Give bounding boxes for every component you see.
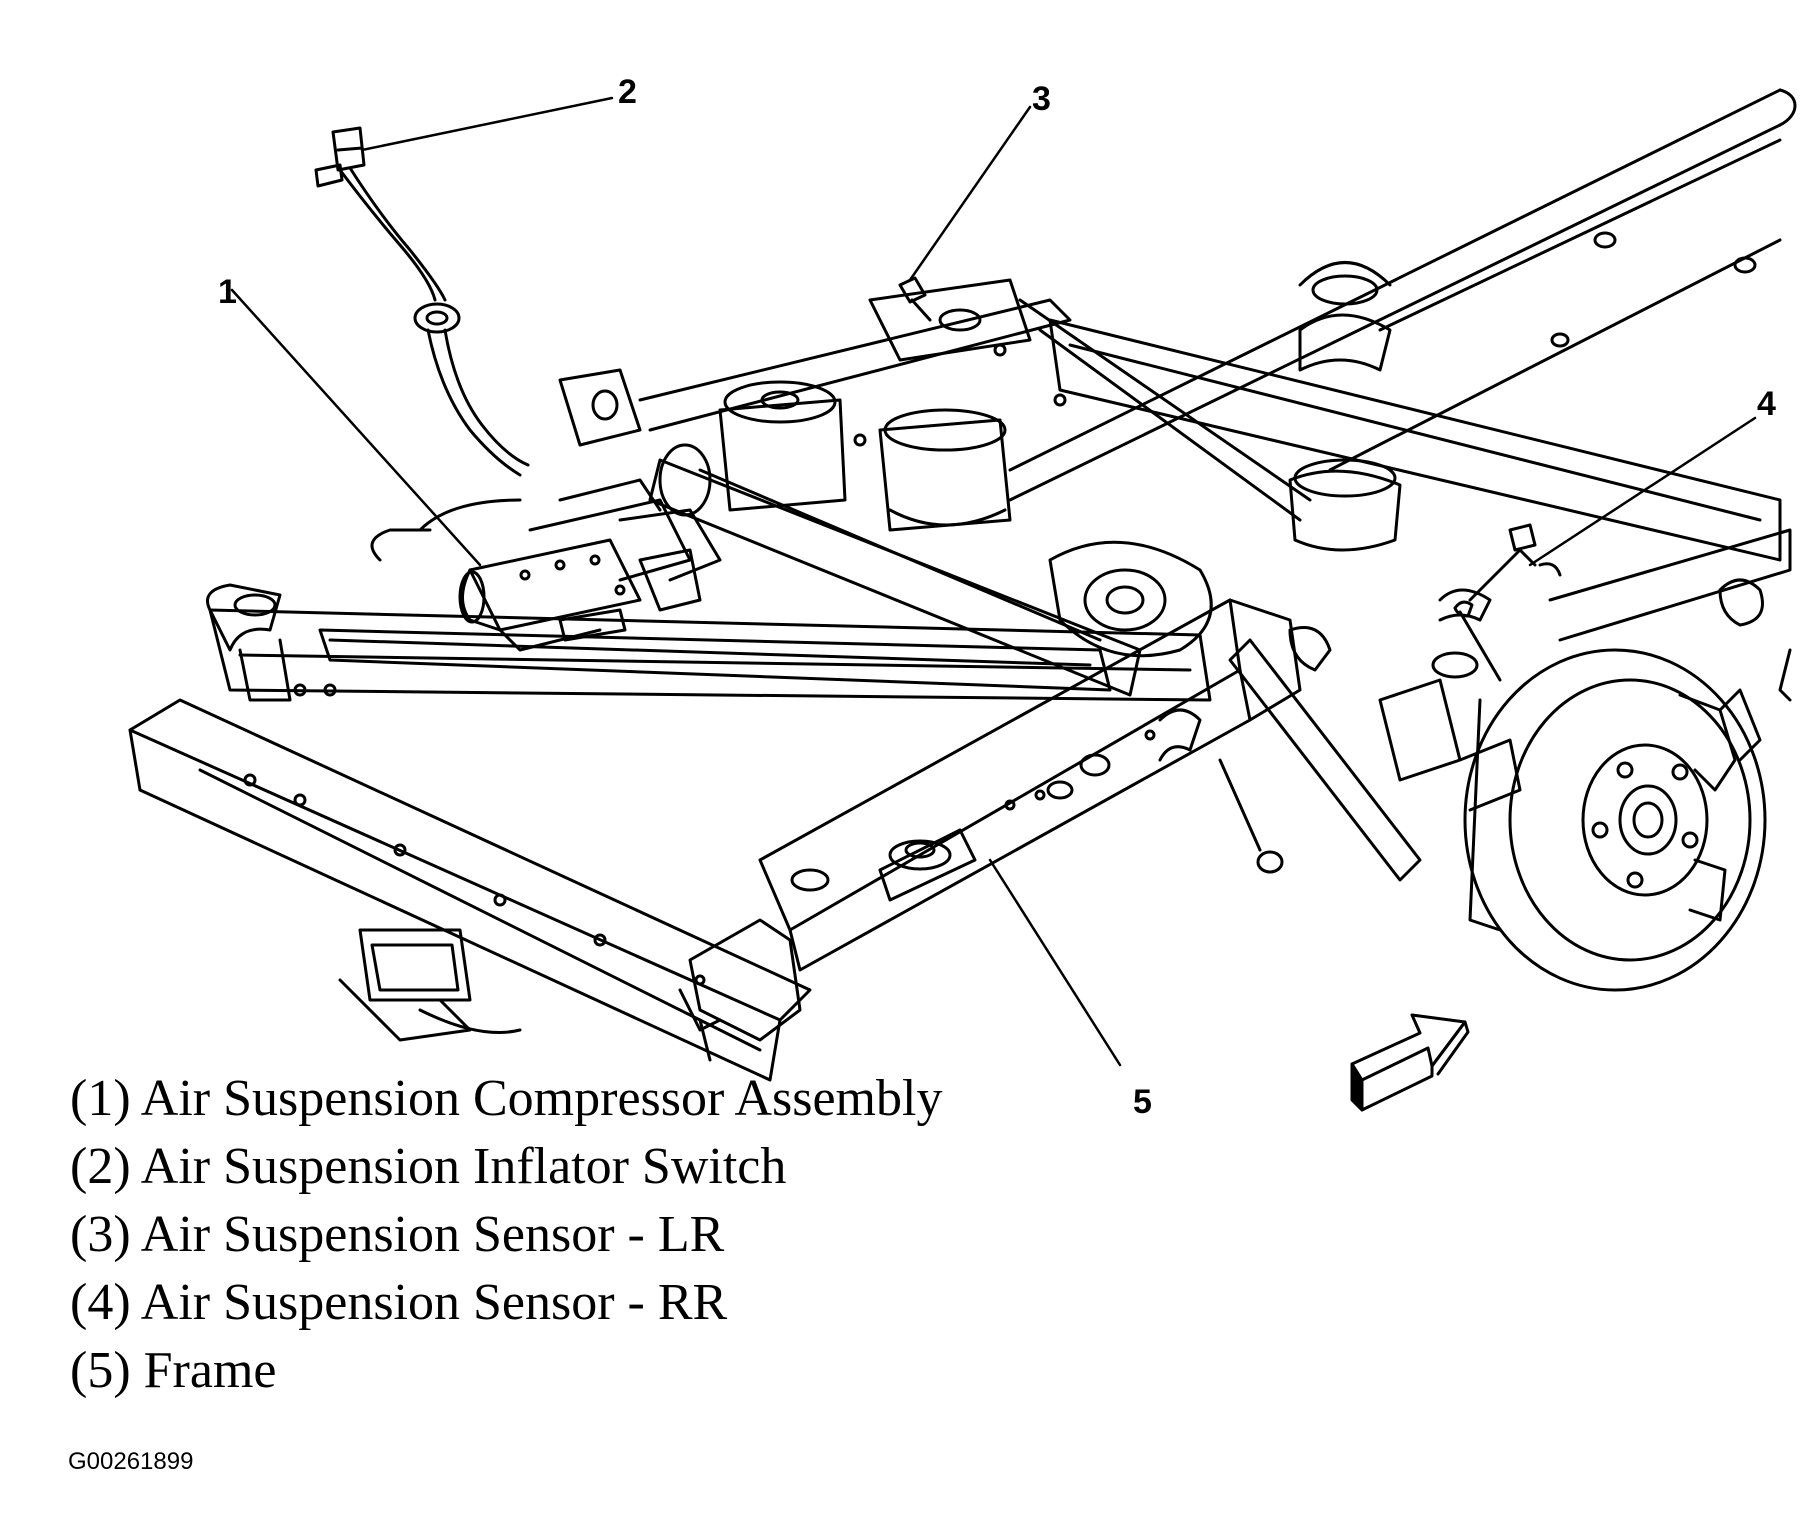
control-arms <box>1378 528 1792 812</box>
frame <box>128 583 1302 1082</box>
compressor-assembly <box>370 478 722 652</box>
callout-4: 4 <box>1757 385 1776 423</box>
sensor-lr <box>898 276 932 322</box>
callout-3: 3 <box>1032 80 1051 118</box>
front-direction-arrow-icon <box>1350 1013 1470 1112</box>
legend-item-4: (4) Air Suspension Sensor - RR <box>70 1274 728 1331</box>
frame-side-rails <box>1008 88 1797 562</box>
leader-lines <box>230 96 1757 1067</box>
legend-item-5: (5) Frame <box>70 1342 277 1399</box>
leader-line-4 <box>1528 416 1757 567</box>
rear-axle <box>558 278 1492 882</box>
legend-item-3: (3) Air Suspension Sensor - LR <box>70 1206 725 1263</box>
callout-5: 5 <box>1133 1083 1152 1121</box>
legend: (1) Air Suspension Compressor Assembly (… <box>70 1065 942 1405</box>
legend-item-1: (1) Air Suspension Compressor Assembly <box>70 1070 943 1127</box>
leader-line-5 <box>988 858 1122 1067</box>
leader-line-1 <box>230 288 482 567</box>
leader-line-3 <box>908 105 1032 282</box>
leader-line-2 <box>360 96 614 152</box>
figure-id: G00261899 <box>68 1448 194 1475</box>
legend-item-2: (2) Air Suspension Inflator Switch <box>70 1138 787 1195</box>
inflator-switch <box>314 126 530 477</box>
callout-1: 1 <box>218 273 237 311</box>
brake-rotor <box>1463 648 1767 992</box>
callout-2: 2 <box>618 73 637 111</box>
